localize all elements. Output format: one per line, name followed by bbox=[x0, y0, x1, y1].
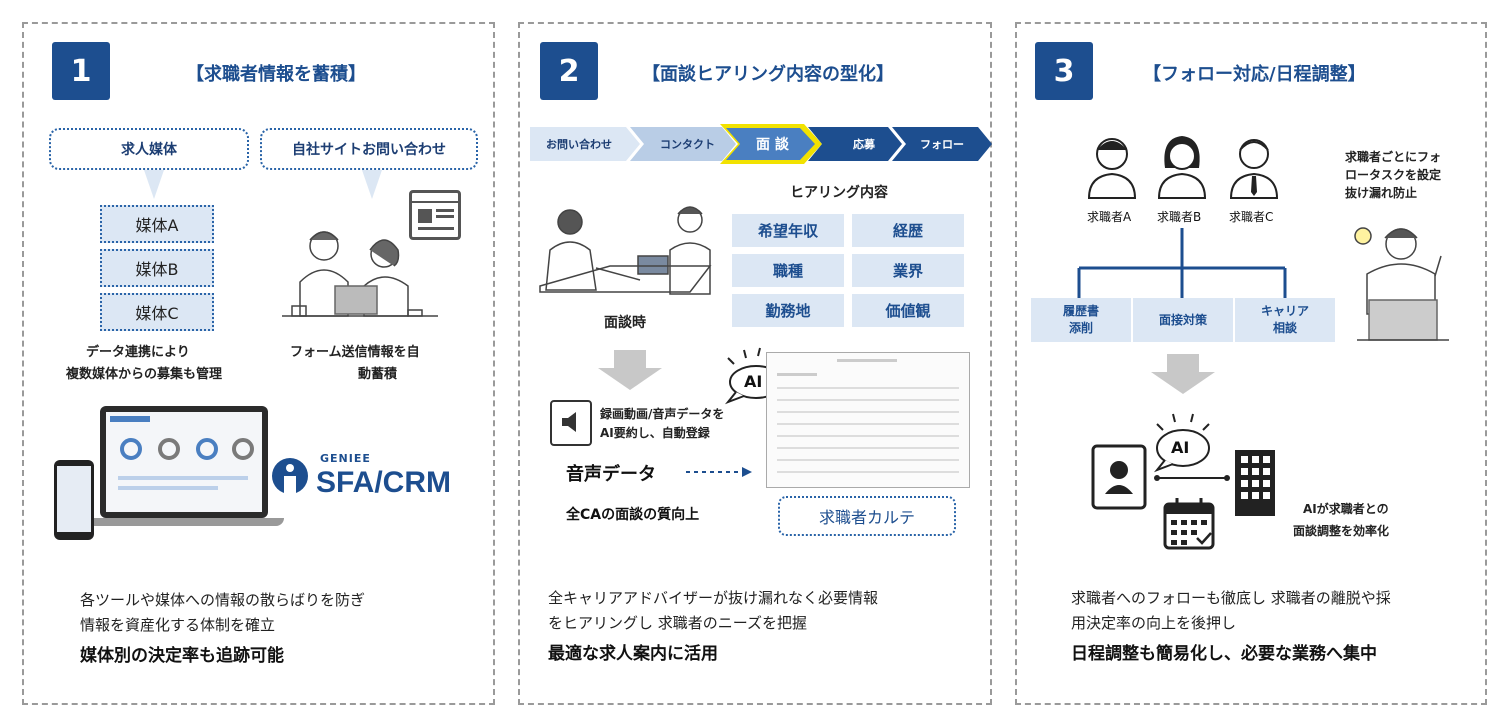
candidate-b-icon bbox=[1157, 136, 1207, 199]
panel-1-desc-line1: 各ツールや媒体への情報の散らばりを防ぎ bbox=[80, 591, 366, 609]
hearing-location: 勤務地 bbox=[732, 294, 844, 327]
down-arrow-icon bbox=[598, 350, 662, 390]
caption-left-line2: 複数媒体からの募集も管理 bbox=[66, 367, 223, 382]
ai-bubble-icon-3 bbox=[1153, 413, 1210, 473]
step-apply: 応募 bbox=[853, 138, 875, 151]
media-item-a: 媒体A bbox=[100, 205, 214, 243]
geniee-logo-icon bbox=[272, 458, 308, 496]
hearing-career: 経歴 bbox=[852, 214, 964, 247]
panel-3-desc-bold: 日程調整も簡易化し、必要な業務へ集中 bbox=[1071, 644, 1377, 664]
panel-3-desc-line1: 求職者へのフォローも徹底し 求職者の離脱や採 bbox=[1071, 589, 1391, 607]
media-item-b: 媒体B bbox=[100, 249, 214, 287]
profile-card-icon bbox=[1091, 444, 1147, 510]
panel-2-title: 【面談ヒアリング内容の型化】 bbox=[642, 64, 894, 85]
karte-label-box: 求職者カルテ bbox=[778, 496, 956, 536]
task-note-line2: ロータスクを設定 bbox=[1345, 168, 1442, 182]
caption-right-line2: 動蓄積 bbox=[358, 367, 398, 382]
task-note-line1: 求職者ごとにフォ bbox=[1345, 150, 1442, 164]
process-chevrons bbox=[530, 124, 992, 164]
panel-1-desc-line2: 情報を資産化する体制を確立 bbox=[80, 616, 276, 634]
caption-left-line1: データ連携により bbox=[86, 345, 190, 360]
dashed-arrow bbox=[686, 467, 752, 477]
step-inquiry: お問い合わせ bbox=[546, 138, 612, 151]
panel-1-desc-bold: 媒体別の決定率も追跡可能 bbox=[80, 646, 284, 666]
action-resume-line1: 履歴書 bbox=[1062, 304, 1099, 318]
step-interview: 面 談 bbox=[756, 137, 789, 153]
panel-2-desc-line1: 全キャリアアドバイザーが抜け漏れなく必要情報 bbox=[548, 589, 879, 607]
action-career: キャリア 相談 bbox=[1235, 298, 1335, 342]
task-note-line3: 抜け漏れ防止 bbox=[1345, 186, 1418, 200]
panel-2-desc-bold: 最適な求人案内に活用 bbox=[548, 644, 718, 664]
action-resume-line2: 添削 bbox=[1068, 321, 1093, 335]
quality-label: 全CAの面談の質向上 bbox=[566, 507, 700, 523]
candidate-c-icon bbox=[1229, 139, 1279, 199]
panel-1-title: 【求職者情報を蓄積】 bbox=[186, 64, 366, 85]
hearing-job-type: 職種 bbox=[732, 254, 844, 287]
couple-laptop-illustration bbox=[282, 231, 438, 317]
step-contact: コンタクト bbox=[660, 138, 715, 151]
candidate-a-label: 求職者A bbox=[1087, 210, 1132, 224]
panel-3: 3 【フォロー対応/日程調整】 求職者A 求職者B 求職者C 履歴書 添削 面接… bbox=[1015, 22, 1487, 705]
record-line2: AI要約し、自動登録 bbox=[600, 426, 710, 440]
down-arrow-icon-3 bbox=[1151, 354, 1215, 394]
hearing-salary: 希望年収 bbox=[732, 214, 844, 247]
candidate-c-label: 求職者C bbox=[1229, 210, 1274, 224]
source-site-box: 自社サイトお問い合わせ bbox=[260, 128, 478, 170]
video-record-icon bbox=[550, 400, 592, 446]
ai-label-2: AI bbox=[744, 372, 763, 391]
panel-2: 2 【面談ヒアリング内容の型化】 お問い合わせ コンタクト 面 談 応募 フォロ… bbox=[518, 22, 992, 705]
step-number-3: 3 bbox=[1035, 42, 1093, 100]
action-resume: 履歴書 添削 bbox=[1031, 298, 1131, 342]
interview-illustration bbox=[539, 206, 712, 295]
connection-line bbox=[1154, 475, 1230, 481]
building-icon bbox=[1235, 450, 1275, 516]
hearing-values: 価値観 bbox=[852, 294, 964, 327]
hearing-title: ヒアリング内容 bbox=[790, 185, 888, 201]
step-number-1: 1 bbox=[52, 42, 110, 100]
panel-3-title: 【フォロー対応/日程調整】 bbox=[1143, 64, 1366, 85]
ai-note-line1: AIが求職者との bbox=[1303, 502, 1389, 516]
laptop-base bbox=[86, 518, 284, 526]
web-form-icon bbox=[409, 190, 461, 240]
action-interview-prep: 面接対策 bbox=[1133, 298, 1233, 342]
action-career-line1: キャリア bbox=[1260, 304, 1309, 318]
hearing-industry: 業界 bbox=[852, 254, 964, 287]
callout-pointers bbox=[144, 170, 382, 199]
action-interview-prep-line1: 面接対策 bbox=[1158, 312, 1207, 327]
candidate-a-icon bbox=[1087, 138, 1137, 199]
panel-3-desc-line2: 用決定率の向上を後押し bbox=[1071, 614, 1237, 632]
calendar-icon bbox=[1163, 498, 1215, 550]
ai-note-line2: 面談調整を効率化 bbox=[1293, 524, 1390, 538]
logo-sfa-crm: SFA/CRM bbox=[316, 466, 451, 499]
step-follow: フォロー bbox=[920, 138, 964, 151]
action-career-line2: 相談 bbox=[1272, 321, 1297, 335]
logo-geniee: GENIEE bbox=[320, 452, 371, 465]
panel-2-desc-line2: をヒアリングし 求職者のニーズを把握 bbox=[548, 614, 808, 632]
panel-1: 1 【求職者情報を蓄積】 求人媒体 自社サイトお問い合わせ 媒体A 媒体B 媒体… bbox=[22, 22, 495, 705]
candidate-b-label: 求職者B bbox=[1157, 210, 1202, 224]
karte-document-thumbnail bbox=[766, 352, 970, 488]
audio-data-label: 音声データ bbox=[566, 464, 656, 485]
interview-label: 面談時 bbox=[604, 315, 646, 331]
record-line1: 録画動画/音声データを bbox=[600, 407, 725, 421]
media-item-c: 媒体C bbox=[100, 293, 214, 331]
laptop-dashboard-illustration bbox=[100, 406, 268, 518]
caption-right-line1: フォーム送信情報を自 bbox=[290, 345, 420, 360]
advisor-illustration bbox=[1354, 227, 1449, 341]
tree-connector bbox=[1077, 228, 1287, 298]
phone-illustration bbox=[54, 460, 94, 540]
step-number-2: 2 bbox=[540, 42, 598, 100]
ai-label-3: AI bbox=[1171, 438, 1190, 457]
source-media-box: 求人媒体 bbox=[49, 128, 249, 170]
